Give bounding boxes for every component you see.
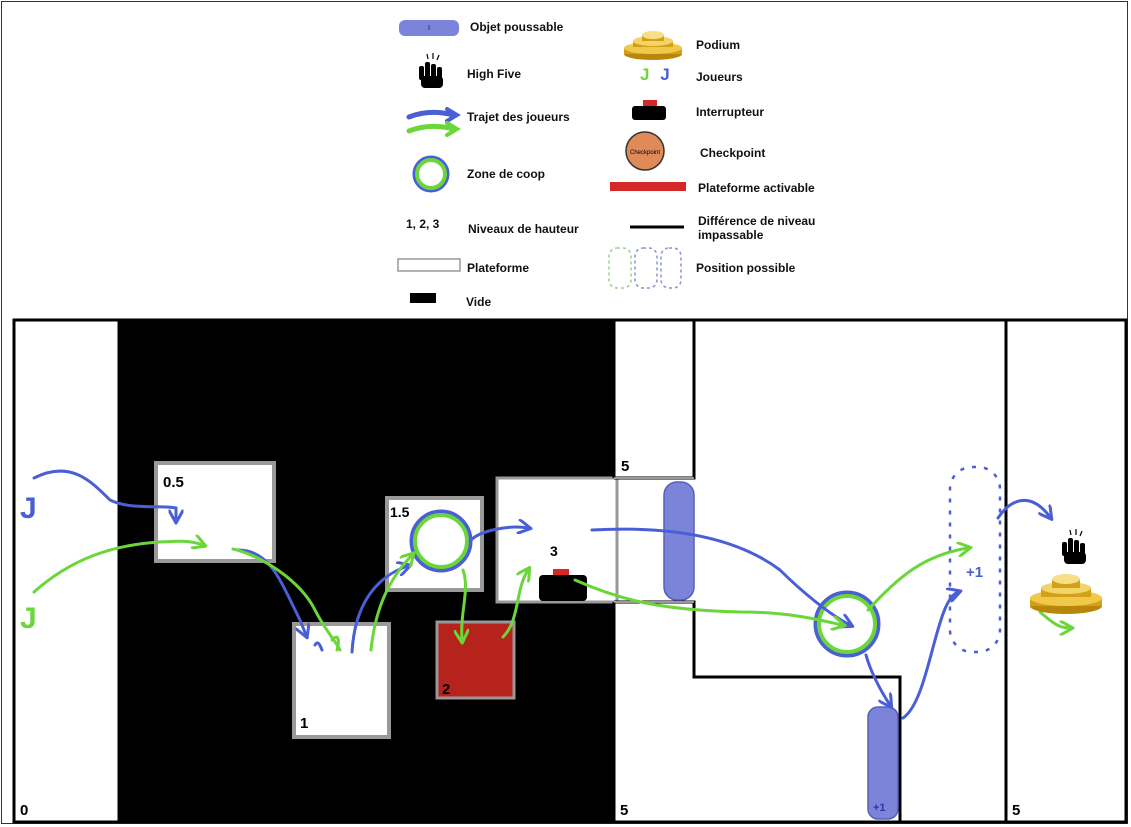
- void-icon: [410, 293, 436, 303]
- player-green-glyph: J: [640, 65, 650, 84]
- legend-pushable-object: Objet poussable: [470, 20, 564, 34]
- map-podium-icon: [1030, 574, 1102, 614]
- legend-height-levels-sample: 1, 2, 3: [406, 217, 440, 231]
- player-green: J: [20, 602, 37, 635]
- legend-player-path: Trajet des joueurs: [467, 110, 570, 124]
- legend-checkpoint: Checkpoint: [700, 146, 766, 160]
- coop-zone-icon: [412, 155, 450, 193]
- legend-switch: Interrupteur: [696, 105, 765, 119]
- player-path-icon: [406, 107, 461, 137]
- switch-icon: [632, 100, 666, 120]
- coop-zone-center: [813, 590, 881, 658]
- pushable-object-vertical: [663, 481, 695, 601]
- possible-position-icon: [608, 247, 682, 289]
- legend-impassable-difference: Différence de niveau impassable: [698, 214, 816, 242]
- possible-position-label: +1: [966, 564, 983, 581]
- green-player-paths: [32, 541, 1070, 652]
- level-label-red-block: 2: [442, 681, 450, 698]
- legend-players-icon: J J: [640, 65, 670, 84]
- pushable-bottom-label: +1: [873, 802, 886, 814]
- level-label-upper-right-box: 5: [621, 458, 629, 475]
- legend-possible-position: Position possible: [696, 261, 796, 275]
- legend-players: Joueurs: [696, 70, 743, 84]
- activatable-platform-icon: [610, 182, 686, 191]
- legend-platform: Plateforme: [467, 261, 530, 275]
- level-label-block-a: 0.5: [163, 474, 184, 491]
- checkpoint-icon: Checkpoint: [625, 131, 665, 171]
- legend-high-five: High Five: [467, 67, 522, 81]
- legend-height-levels: Niveaux de hauteur: [468, 222, 579, 236]
- platform-icon: [397, 258, 461, 272]
- player-blue: J: [20, 492, 37, 525]
- player-blue-glyph: J: [660, 65, 670, 84]
- level-label-block-c: 1.5: [390, 504, 410, 520]
- legend-podium: Podium: [696, 38, 740, 52]
- level-label-switch-platform: 3: [550, 543, 558, 559]
- possible-position-outline: [948, 465, 1002, 654]
- legend-void: Vide: [466, 295, 492, 309]
- level-label-left-edge: 0: [20, 802, 28, 819]
- level-label-right-strip: 5: [1012, 802, 1020, 819]
- checkpoint-icon-text: Checkpoint: [630, 150, 660, 156]
- pushable-object-icon: [399, 20, 459, 36]
- legend-coop-zone: Zone de coop: [467, 167, 545, 181]
- level-label-block-b: 1: [300, 715, 308, 732]
- legend-activatable-platform: Plateforme activable: [698, 181, 815, 195]
- blue-player-paths: [32, 469, 1050, 720]
- impassable-line-icon: [630, 225, 684, 229]
- map-high-five-icon: [1062, 529, 1086, 564]
- high-five-icon: [419, 53, 443, 88]
- level-label-lower-mid: 5: [620, 802, 628, 819]
- red-activatable-block: [435, 620, 516, 700]
- podium-icon: [624, 31, 682, 60]
